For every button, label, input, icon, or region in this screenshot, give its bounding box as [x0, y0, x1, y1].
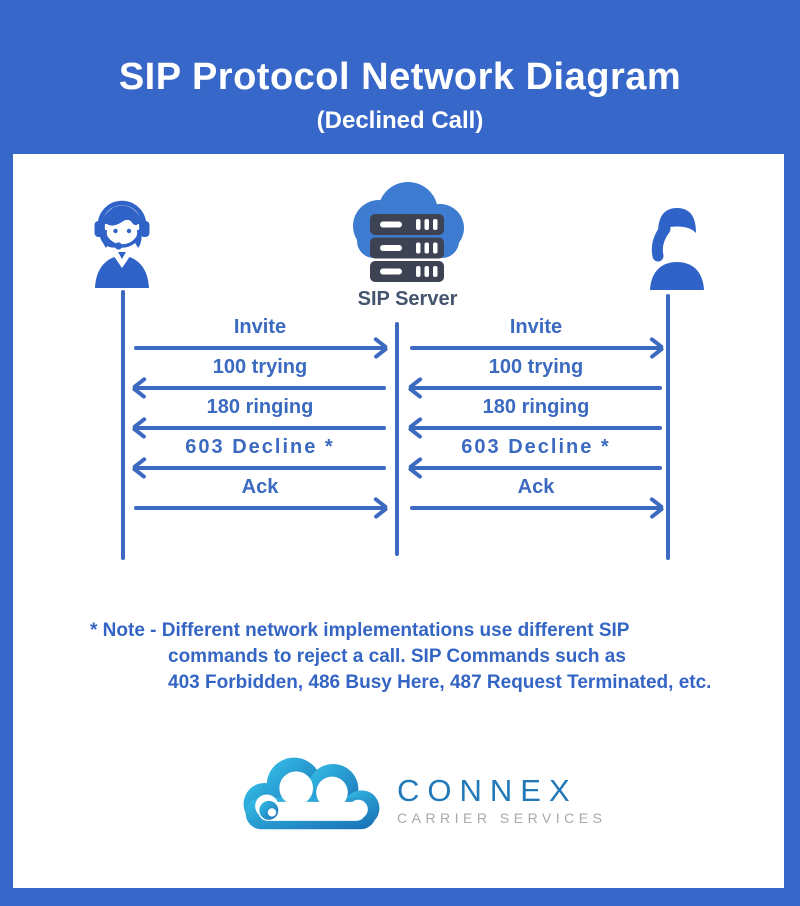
arrow-right-icon [409, 496, 665, 520]
page-title: SIP Protocol Network Diagram [118, 56, 682, 98]
connex-logo: CONNEX CARRIER SERVICES [233, 748, 606, 840]
arrow-left-icon [407, 376, 663, 400]
arrow-right-icon [133, 496, 389, 520]
sequence-column-caller-server: Invite 100 trying 180 ringing 603 Decline *… [131, 316, 389, 520]
arrow-left-icon [131, 416, 387, 440]
footer-bar [0, 888, 800, 906]
arrow-left-icon [407, 416, 663, 440]
sequence-column-server-callee: Invite 100 trying 180 ringing 603 Decline *… [407, 316, 665, 520]
message-row: 603 Decline * [131, 436, 387, 480]
logo-brand: CONNEX [397, 773, 578, 808]
page-subtitle: (Declined Call) [316, 107, 484, 134]
message-label: 100 trying [212, 356, 308, 378]
message-label: 180 ringing [206, 396, 314, 418]
arrow-left-icon [407, 456, 663, 480]
message-label: 603 Decline * [185, 436, 335, 458]
message-row: Invite [133, 316, 389, 360]
footnote-line: 403 Forbidden, 486 Busy Here, 487 Reques… [168, 672, 712, 693]
arrow-left-icon [131, 456, 387, 480]
footnote: * Note - Different network implementatio… [90, 618, 711, 696]
header-banner: SIP Protocol Network Diagram (Declined C… [0, 0, 800, 154]
logo-tagline: CARRIER SERVICES [397, 810, 607, 826]
cloud-server-icon [353, 182, 464, 282]
phone-user-icon [650, 208, 704, 290]
support-agent-icon [94, 200, 150, 288]
sip-server-actor: SIP Server [340, 182, 475, 311]
footnote-line: commands to reject a call. SIP Commands … [168, 646, 626, 667]
arrow-right-icon [409, 336, 665, 360]
cloud-logo-icon [243, 757, 380, 830]
caller-lifeline [121, 290, 125, 560]
server-lifeline [395, 322, 399, 556]
message-row: 180 ringing [407, 396, 663, 440]
callee-lifeline [666, 294, 670, 560]
message-label: 603 Decline * [461, 436, 611, 458]
message-row: Invite [409, 316, 665, 360]
arrow-right-icon [133, 336, 389, 360]
message-row: 100 trying [407, 356, 663, 400]
footnote-line: * Note - Different network implementatio… [90, 620, 630, 641]
message-label: Ack [241, 476, 279, 498]
message-row: 603 Decline * [407, 436, 663, 480]
message-row: Ack [409, 476, 665, 520]
message-label: Ack [517, 476, 555, 498]
message-row: Ack [133, 476, 389, 520]
message-label: Invite [509, 316, 563, 338]
arrow-left-icon [131, 376, 387, 400]
message-label: Invite [233, 316, 287, 338]
diagram-panel: SIP Server Invite 100 trying 180 ringing 60… [13, 154, 784, 888]
message-row: 100 trying [131, 356, 387, 400]
server-label: SIP Server [357, 288, 458, 310]
message-label: 100 trying [488, 356, 584, 378]
logo-text: CONNEX CARRIER SERVICES [397, 748, 606, 826]
message-label: 180 ringing [482, 396, 590, 418]
message-row: 180 ringing [131, 396, 387, 440]
